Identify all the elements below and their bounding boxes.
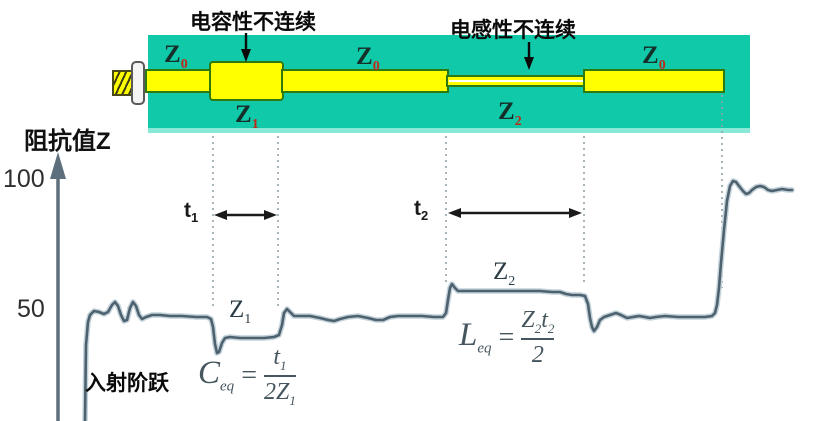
leq-subscript: eq (477, 340, 492, 357)
dashed-guides (212, 95, 723, 306)
z0-sub: 0 (658, 58, 666, 73)
incident-step-label: 入射阶跃 (85, 372, 169, 395)
leq-num1-sub: 2 (534, 320, 542, 336)
line-segment-z2-narrow (446, 75, 586, 87)
fraction-bar (521, 338, 555, 341)
z1-base: Z (235, 101, 252, 128)
fraction-bar (263, 375, 296, 378)
waveform-trace (83, 179, 794, 421)
t2-label: t2 (414, 198, 428, 222)
equals-sign: = (241, 360, 257, 392)
line-segment-z0-1 (145, 69, 215, 93)
z0-sub: 0 (372, 59, 380, 74)
ceq-symbol: C (198, 355, 221, 392)
ceq-den-sub: 1 (289, 392, 296, 408)
t1-base: t (184, 199, 191, 222)
ceq-num-sub: 1 (280, 357, 287, 373)
z0-base: Z (356, 43, 373, 70)
leq-symbol: L (459, 316, 478, 353)
inductive-discontinuity-label: 电感性不连续 (450, 19, 576, 42)
ceq-formula: Ceq = t1 2Z1 (198, 344, 296, 408)
trace-z1-label: Z1 (229, 297, 251, 327)
z1-sub: 1 (244, 312, 252, 327)
t1-sub: 1 (191, 210, 199, 226)
leq-denominator: 2 (531, 342, 544, 369)
z2-base: Z (493, 258, 509, 285)
leq-fraction: Z2t2 2 (521, 307, 555, 369)
ceq-fraction: t1 2Z1 (263, 344, 296, 408)
z1-section-label: Z1 (235, 102, 259, 132)
t1-label: t1 (184, 200, 198, 224)
leq-formula: Leq = Z2t2 2 (459, 307, 555, 369)
z2-base: Z (498, 98, 515, 125)
capacitive-discontinuity-label: 电容性不连续 (190, 11, 316, 34)
narrow-core-line (449, 80, 583, 82)
z1-base: Z (229, 296, 245, 323)
z0-label-2: Z0 (356, 44, 380, 74)
t2-sub: 2 (421, 208, 429, 224)
ceq-lhs: Ceq (198, 357, 234, 395)
z0-label-1: Z0 (164, 42, 188, 72)
z2-sub: 2 (514, 114, 522, 129)
ceq-num-base: t (273, 344, 280, 370)
inductive-arrowhead-icon (524, 57, 534, 70)
z0-base: Z (164, 41, 181, 68)
z0-sub: 0 (180, 57, 188, 72)
leq-num2-sub: 2 (547, 320, 555, 336)
z0-label-3: Z0 (642, 43, 666, 73)
y-tick-50: 50 (17, 295, 45, 323)
leq-num2-base: t (541, 307, 548, 333)
leq-num1-base: Z (521, 307, 535, 333)
y-axis-title: 阻抗值Z (24, 128, 111, 155)
t1-span-arrow (214, 210, 277, 220)
z1-sub: 1 (251, 117, 259, 132)
leq-lhs: Leq (459, 316, 492, 357)
ceq-numerator: t1 (273, 344, 286, 373)
leq-numerator: Z2t2 (521, 307, 554, 336)
ceq-subscript: eq (220, 378, 235, 395)
equals-sign: = (498, 321, 515, 353)
ceq-denominator: 2Z1 (264, 379, 296, 408)
ceq-den-base: 2Z (263, 379, 290, 406)
z0-base: Z (642, 42, 659, 69)
z2-section-label: Z2 (498, 99, 522, 129)
y-tick-100: 100 (3, 165, 45, 193)
y-axis-arrowhead-icon (50, 152, 66, 179)
t2-base: t (414, 197, 421, 220)
capacitive-arrowhead-icon (241, 49, 251, 62)
line-segment-z1-wide (209, 61, 284, 101)
z2-sub: 2 (508, 274, 516, 289)
line-segment-z0-3 (583, 69, 725, 93)
connector-flange-icon (131, 61, 145, 105)
trace-z2-label: Z2 (493, 259, 515, 289)
t2-span-arrow (448, 208, 582, 218)
